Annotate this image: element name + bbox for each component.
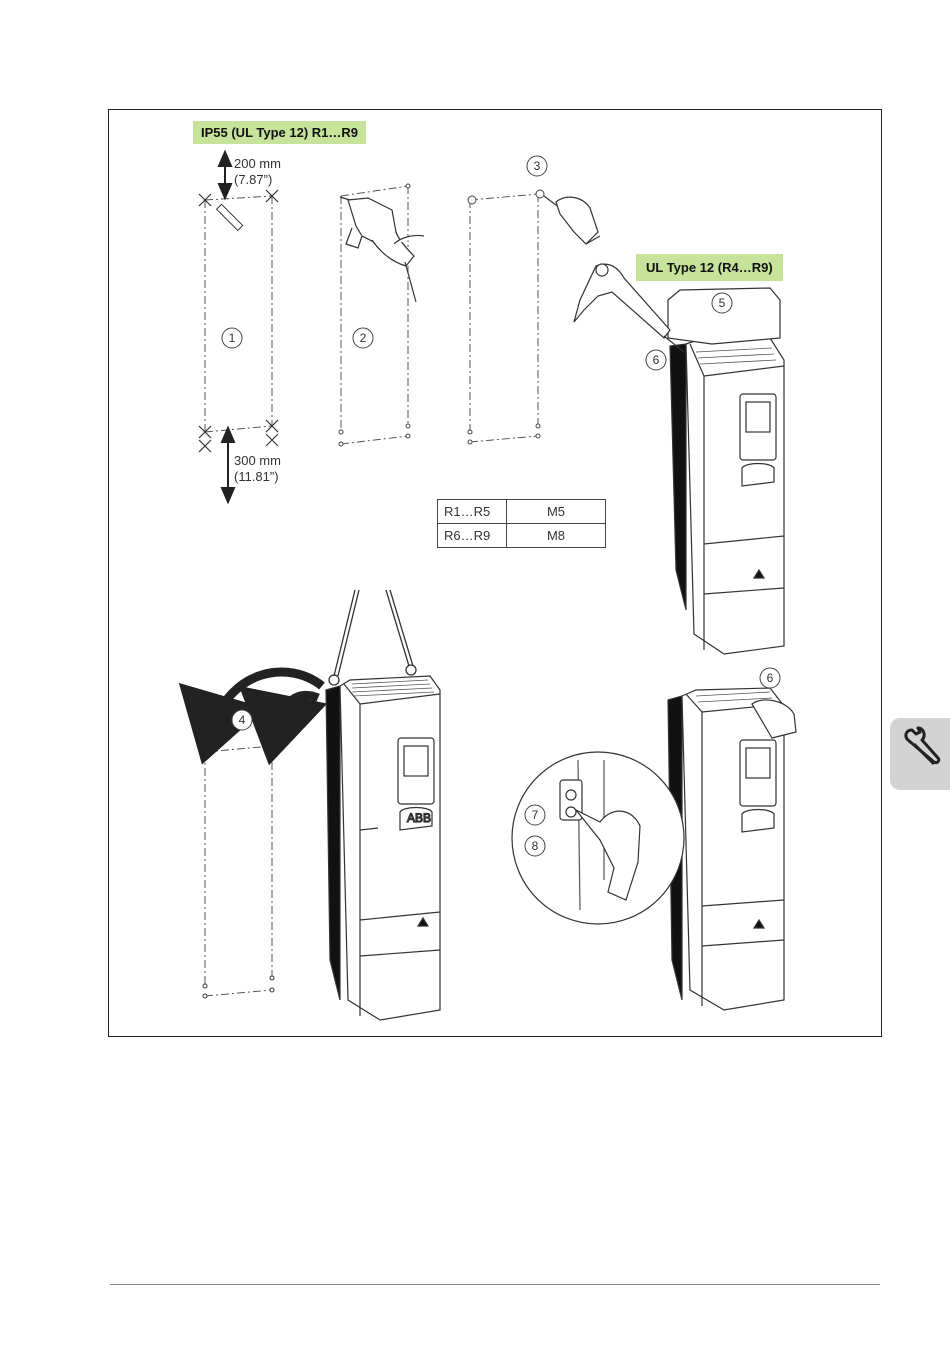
step-6-bottom: 6 [767,671,774,685]
step-5: 5 [719,296,726,310]
step-8: 8 [532,839,539,853]
drill-holes-3 [468,190,544,444]
template-outline-4 [205,746,272,996]
step-1: 1 [229,331,236,345]
drive-unit-installed [668,688,796,1010]
step-6-top: 6 [653,353,660,367]
step-2: 2 [360,331,367,345]
template-outline-1 [205,196,272,432]
chapter-tab [890,718,950,790]
wrench-icon [890,718,950,790]
lift-arrows [212,672,322,730]
step-3: 3 [534,159,541,173]
brand-logo: ABB [407,811,431,825]
lifting-slings [329,590,416,685]
drill-icon [340,197,424,302]
drive-unit-hood [668,288,784,654]
step-4: 4 [239,713,246,727]
screwdriver-hand-icon [544,196,600,244]
step-7: 7 [532,808,539,822]
marker-pencil [217,204,243,230]
drive-unit-lifting: ABB [326,676,440,1020]
footer-rule [110,1284,880,1285]
screw-heads-4 [203,742,278,998]
template-outline-3 [470,194,538,442]
